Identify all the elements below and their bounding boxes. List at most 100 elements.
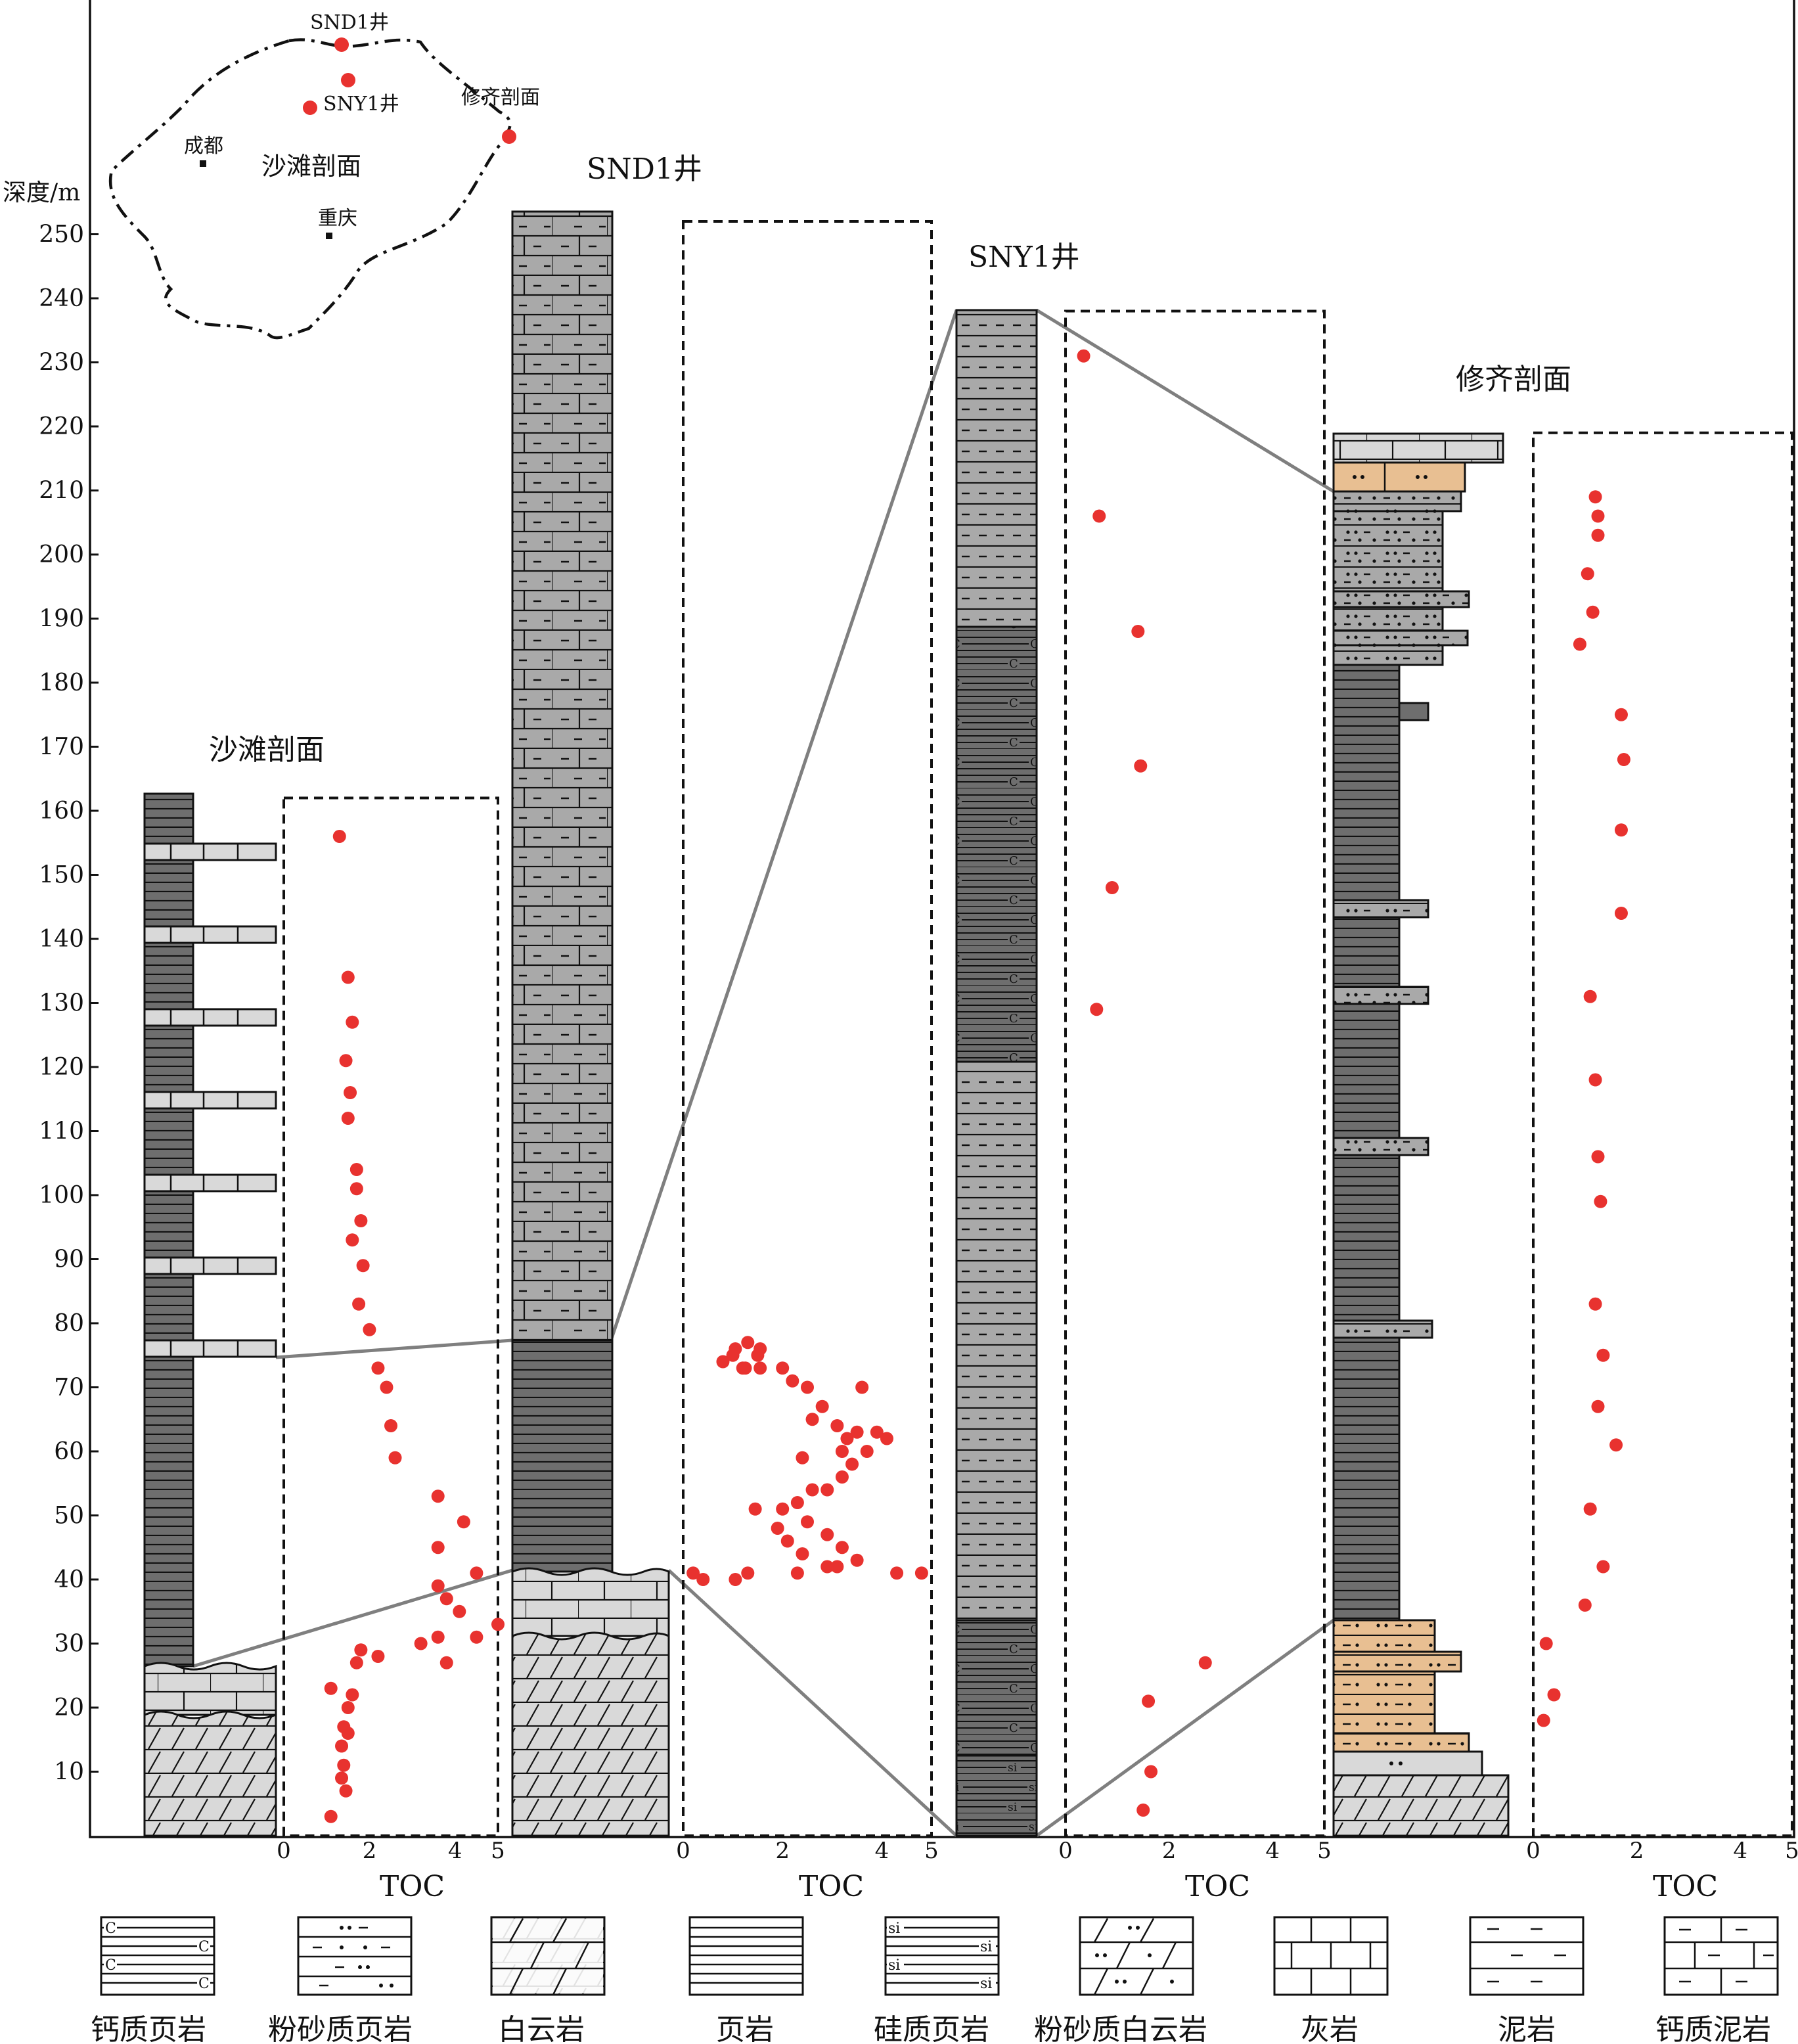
toc-point-0-41 <box>324 1809 338 1823</box>
toc-tick-3-2: 2 <box>1630 1838 1644 1864</box>
toc-tick-3-0: 0 <box>1526 1838 1540 1864</box>
toc-tick-2-2: 2 <box>1162 1838 1177 1864</box>
toc-tick-3-4: 4 <box>1733 1838 1747 1864</box>
toc-axis-label-xiuqi: TOC <box>1653 1870 1718 1903</box>
toc-point-0-21 <box>431 1579 445 1593</box>
toc-point-3-21 <box>1539 1637 1553 1650</box>
lithology-column-xiuqi <box>1332 432 1510 1837</box>
legend-item-shale: 页岩 <box>688 1916 804 2044</box>
toc-tick-2-0: 0 <box>1058 1838 1073 1864</box>
toc-point-0-39 <box>335 1771 349 1785</box>
svg-text:粉砂质页岩: 粉砂质页岩 <box>268 2013 413 2044</box>
toc-point-1-32 <box>830 1560 844 1574</box>
svg-text:si: si <box>888 1957 900 1974</box>
toc-point-1-43 <box>753 1342 767 1355</box>
toc-axis-label-shatan: TOC <box>380 1870 445 1903</box>
toc-point-1-27 <box>776 1502 790 1516</box>
toc-point-1-36 <box>771 1522 784 1535</box>
toc-box-2 <box>1064 309 1326 1837</box>
depth-tick-label-90: 90 <box>54 1246 84 1273</box>
toc-point-2-8 <box>1144 1765 1158 1779</box>
svg-text:C: C <box>105 1957 116 1974</box>
depth-tick-label-250: 250 <box>39 221 84 248</box>
map-label-sny1: SNY1井 <box>323 93 399 116</box>
toc-point-2-1 <box>1092 509 1106 523</box>
depth-tick-label-120: 120 <box>39 1054 84 1081</box>
toc-point-2-3 <box>1134 759 1148 773</box>
depth-tick-label-220: 220 <box>39 413 84 440</box>
toc-point-1-29 <box>820 1528 834 1541</box>
legend-item-silty-dolomite: 粉砂质白云岩 <box>1034 1916 1207 2044</box>
toc-point-3-8 <box>1614 823 1628 837</box>
toc-point-1-25 <box>805 1483 819 1497</box>
toc-point-3-22 <box>1547 1688 1561 1702</box>
toc-point-0-19 <box>431 1541 445 1555</box>
toc-point-1-37 <box>748 1502 762 1516</box>
toc-point-3-6 <box>1614 708 1628 721</box>
toc-point-1-3 <box>741 1566 755 1580</box>
toc-point-0-14 <box>380 1380 393 1394</box>
toc-point-1-17 <box>840 1432 854 1445</box>
legend-item-limestone: 灰岩 <box>1273 1916 1389 2044</box>
toc-point-0-25 <box>470 1630 483 1644</box>
toc-point-0-15 <box>384 1419 397 1432</box>
lithology-column-sny1 <box>955 309 1038 1837</box>
legend-item-dolomite: 白云岩 <box>490 1916 606 2044</box>
location-map-inset: SND1井 SNY1井 修齐剖面 成都 沙滩剖面 重庆 <box>108 11 540 340</box>
map-city-chongqing <box>326 233 332 239</box>
legend-item-calc-shale: C C C C 钙质页岩 <box>91 1916 215 2044</box>
depth-tick-label-210: 210 <box>39 478 84 505</box>
svg-text:C: C <box>198 1976 210 1992</box>
toc-point-1-4 <box>716 1355 730 1369</box>
depth-axis-label: 深度/m <box>3 179 80 206</box>
toc-point-0-16 <box>388 1451 402 1465</box>
toc-point-0-31 <box>349 1656 363 1669</box>
toc-point-3-14 <box>1588 1297 1602 1311</box>
toc-point-0-7 <box>349 1182 363 1196</box>
depth-tick-label-190: 190 <box>39 606 84 633</box>
svg-text:页岩: 页岩 <box>716 2013 774 2044</box>
toc-point-0-28 <box>439 1656 453 1669</box>
toc-box-3 <box>1532 431 1793 1837</box>
toc-point-1-10 <box>776 1361 790 1375</box>
toc-point-0-4 <box>344 1086 357 1099</box>
toc-point-1-18 <box>850 1425 864 1439</box>
toc-point-0-22 <box>439 1592 453 1606</box>
toc-point-1-30 <box>835 1541 849 1555</box>
toc-point-2-4 <box>1105 881 1119 894</box>
toc-point-3-19 <box>1596 1560 1610 1574</box>
toc-point-0-10 <box>356 1259 370 1273</box>
toc-point-1-42 <box>741 1336 755 1350</box>
depth-tick-label-10: 10 <box>54 1759 84 1786</box>
toc-point-0-12 <box>363 1323 376 1336</box>
toc-point-0-34 <box>341 1701 355 1714</box>
toc-point-1-14 <box>805 1413 819 1426</box>
toc-point-0-36 <box>341 1727 355 1740</box>
legend-item-mudstone: 泥岩 <box>1469 1916 1584 2044</box>
toc-point-1-23 <box>835 1470 849 1484</box>
toc-point-0-29 <box>371 1650 385 1663</box>
toc-point-0-37 <box>335 1739 349 1753</box>
toc-point-0-1 <box>341 970 355 984</box>
toc-point-0-27 <box>414 1637 428 1650</box>
toc-tick-1-5: 5 <box>924 1838 939 1864</box>
toc-tick-0-4: 4 <box>448 1838 462 1864</box>
toc-point-1-35 <box>780 1534 794 1548</box>
toc-point-0-18 <box>457 1515 470 1529</box>
toc-point-3-3 <box>1581 567 1594 581</box>
toc-point-0-9 <box>346 1233 359 1247</box>
depth-tick-label-160: 160 <box>39 798 84 825</box>
toc-point-3-16 <box>1591 1399 1605 1413</box>
toc-point-1-34 <box>796 1547 809 1560</box>
svg-text:泥岩: 泥岩 <box>1498 2013 1556 2044</box>
toc-point-3-0 <box>1588 490 1602 504</box>
toc-point-1-45 <box>796 1451 809 1465</box>
toc-point-0-17 <box>431 1489 445 1503</box>
toc-point-1-20 <box>880 1432 893 1445</box>
toc-box-0 <box>282 796 499 1837</box>
toc-point-0-33 <box>346 1688 359 1702</box>
correlation-lines <box>192 308 1335 1838</box>
toc-point-0-2 <box>346 1015 359 1029</box>
depth-tick-label-20: 20 <box>54 1694 84 1721</box>
toc-point-2-7 <box>1142 1694 1156 1708</box>
